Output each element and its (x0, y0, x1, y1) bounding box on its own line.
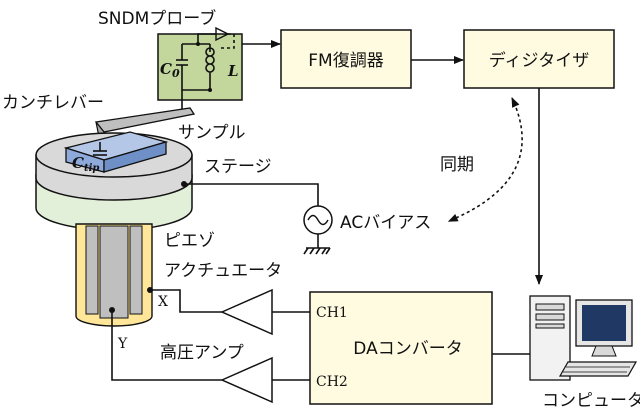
computer-label: コンピュータ (542, 391, 640, 411)
stage-label: ステージ (204, 157, 272, 177)
ac-source-icon (303, 205, 333, 255)
hv-amp-label: 高圧アンプ (160, 343, 244, 363)
sync-arrow (447, 97, 523, 222)
sync-label: 同期 (440, 155, 474, 175)
digitizer-label: ディジタイザ (489, 50, 589, 71)
hv-amplifier-1 (220, 288, 273, 336)
y-axis-label: Y (117, 336, 128, 352)
sample-label: サンプル (178, 123, 246, 143)
hv-amplifier-2 (220, 356, 273, 404)
l-label: L (227, 62, 239, 80)
sndm-probe-box (157, 33, 243, 101)
sample (63, 131, 169, 173)
piezo-label-2: アクチュエータ (164, 261, 282, 281)
ch2-label: CH2 (316, 374, 348, 390)
digitizer-box (463, 29, 615, 89)
fm-demodulator-box (280, 29, 412, 89)
c0-label: C0 (160, 60, 180, 80)
resonant-circuit (176, 26, 235, 92)
ctip-label: Ctip (72, 154, 99, 174)
ac-bias-label: ACバイアス (340, 213, 431, 233)
piezo-actuator (75, 223, 153, 327)
x-axis-label: X (158, 294, 168, 310)
da-converter-label: DAコンバータ (353, 339, 462, 359)
amplifier-icon (215, 26, 230, 42)
fm-demodulator-label: FM復調器 (308, 51, 383, 71)
ch1-label: CH1 (316, 305, 348, 321)
sndm-probe-label: SNDMプローブ (98, 8, 216, 29)
piezo-label-1: ピエゾ (164, 231, 215, 251)
cantilever-label: カンチレバー (2, 93, 104, 113)
computer-icon (529, 295, 638, 381)
da-converter-box (309, 291, 493, 405)
